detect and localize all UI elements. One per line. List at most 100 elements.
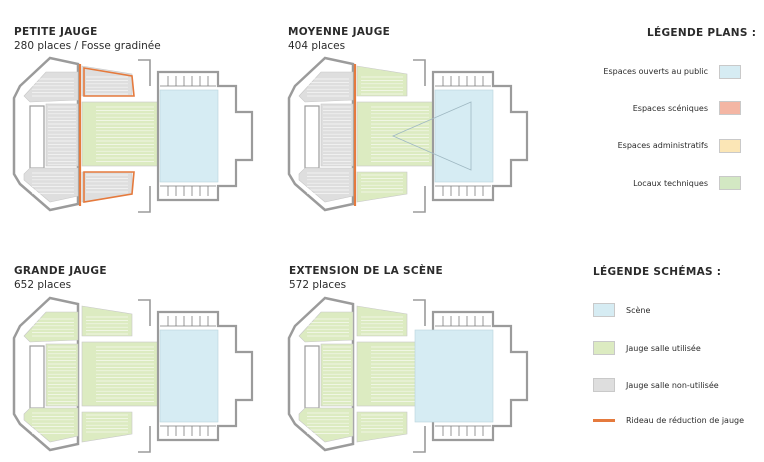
fly-gallery-lines (435, 85, 491, 187)
lobby-block (304, 345, 320, 409)
plan-title-moyenne-jauge: MOYENNE JAUGE (288, 26, 391, 38)
seating-left-top (298, 311, 354, 343)
stage-area (434, 89, 494, 183)
seating-left-centre-pattern-rows (48, 106, 76, 166)
legend-plans-swatch-scenique (719, 101, 741, 115)
seating-right-bottom-pattern-rows (86, 414, 128, 433)
legend-schemas-swatch-scene (593, 303, 615, 317)
rideau-top (83, 67, 135, 97)
floor-plan-petite-jauge (12, 56, 254, 213)
seating-stalls-pattern-rows (96, 346, 154, 402)
legend-plans-label-scenique: Espaces scéniques (632, 104, 708, 113)
proscenium-wall (413, 299, 426, 453)
plan-subtitle-extension-scene: 572 places (289, 279, 347, 291)
fly-gallery-ticks (442, 316, 484, 436)
seating-right-bottom (81, 411, 133, 443)
seating-left-centre-pattern-rows (48, 346, 76, 406)
seating-left-centre (45, 103, 79, 167)
stage-triangle (391, 101, 472, 171)
lobby-block (29, 345, 45, 409)
seating-left-top-pattern (307, 318, 349, 337)
fly-gallery-ticks (167, 76, 209, 196)
seating-right-top (81, 305, 133, 337)
seating-right-bottom-pattern-rows (361, 174, 403, 193)
seating-left-bottom-pattern (32, 412, 74, 434)
fly-gallery-lines (160, 325, 216, 427)
seating-left-centre-pattern (48, 346, 76, 406)
plan-title-petite-jauge: PETITE JAUGE (14, 26, 98, 38)
seating-right-bottom (356, 171, 408, 203)
legend-plans-title: LÉGENDE PLANS : (647, 27, 757, 39)
seating-left-bottom-pattern (307, 172, 349, 194)
stage-area (414, 329, 494, 423)
seating-left-centre-pattern (48, 106, 76, 166)
proscenium-wall (413, 59, 426, 213)
seating-left-centre (320, 103, 354, 167)
legend-plans-swatch-public (719, 65, 741, 79)
seating-stalls-pattern (371, 346, 429, 402)
seating-stalls-pattern-rows (96, 106, 154, 162)
seating-right-top-pattern (361, 316, 403, 335)
seating-right-bottom-pattern (361, 414, 403, 433)
seating-left-top (23, 311, 79, 343)
seating-left-centre (320, 343, 354, 407)
seating-right-top-pattern-rows (86, 76, 128, 95)
seating-left-top-pattern (307, 78, 349, 97)
seating-right-top-pattern (86, 316, 128, 335)
legend-schemas-label-rideau: Rideau de réduction de jauge (626, 416, 745, 425)
seating-left-bottom-pattern-rows (307, 172, 349, 194)
seating-right-bottom-pattern-rows (361, 414, 403, 433)
seating-left-bottom-pattern-rows (32, 412, 74, 434)
plan-subtitle-grande-jauge: 652 places (14, 279, 72, 291)
proscenium-wall (138, 59, 151, 213)
seating-left-top (298, 71, 354, 103)
legend-schemas-label-scene: Scène (626, 306, 651, 315)
seating-left-bottom-pattern (307, 412, 349, 434)
seating-right-bottom-pattern (361, 174, 403, 193)
proscenium-wall (138, 299, 151, 453)
seating-right-top (356, 305, 408, 337)
legend-plans-label-public: Espaces ouverts au public (603, 67, 708, 76)
legend-schemas-swatch-utilisee (593, 341, 615, 355)
fly-gallery-lines (435, 325, 491, 427)
fly-gallery-lines (160, 85, 216, 187)
seating-left-bottom-pattern-rows (307, 412, 349, 434)
seating-right-top-pattern (361, 76, 403, 95)
rideau-bottom (83, 171, 135, 203)
seating-left-centre-pattern (323, 106, 351, 166)
plan-subtitle-moyenne-jauge: 404 places (288, 40, 346, 52)
seating-left-top-pattern (32, 78, 74, 97)
legend-schemas-label-utilisee: Jauge salle utilisée (626, 344, 701, 353)
seating-right-bottom-pattern (86, 174, 128, 193)
legend-schemas-title: LÉGENDE SCHÉMAS : (593, 266, 722, 278)
seating-left-top-pattern-rows (307, 78, 349, 97)
floor-plan-extension-scene (287, 296, 529, 453)
seating-stalls-pattern-rows (371, 106, 429, 162)
plan-title-grande-jauge: GRANDE JAUGE (14, 265, 107, 277)
plan-title-extension-scene: EXTENSION DE LA SCÈNE (289, 265, 443, 277)
floor-plan-moyenne-jauge (287, 56, 529, 213)
seating-left-top-pattern-rows (307, 318, 349, 337)
legend-schemas-swatch-rideau (593, 419, 615, 422)
lobby-block (304, 105, 320, 169)
seating-left-top (23, 71, 79, 103)
seating-right-bottom (356, 411, 408, 443)
legend-plans-swatch-technique (719, 176, 741, 190)
seating-left-top-pattern (32, 318, 74, 337)
fly-gallery-ticks (442, 76, 484, 196)
seating-left-bottom-pattern (32, 172, 74, 194)
floor-plan-grande-jauge (12, 296, 254, 453)
seating-right-top-pattern-rows (86, 316, 128, 335)
seating-stalls-pattern-rows (371, 346, 429, 402)
plan-subtitle-petite-jauge: 280 places / Fosse gradinée (14, 40, 161, 52)
seating-stalls-pattern (96, 106, 154, 162)
seating-left-centre-pattern-rows (323, 106, 351, 166)
legend-schemas-label-non-utilisee: Jauge salle non-utilisée (626, 381, 719, 390)
legend-plans-label-technique: Locaux techniques (633, 179, 708, 188)
seating-right-top-pattern-rows (361, 316, 403, 335)
seating-left-top-pattern-rows (32, 78, 74, 97)
stage-area (159, 329, 219, 423)
stage-area (159, 89, 219, 183)
seating-right-top-pattern (86, 76, 128, 95)
seating-right-top (356, 65, 408, 97)
